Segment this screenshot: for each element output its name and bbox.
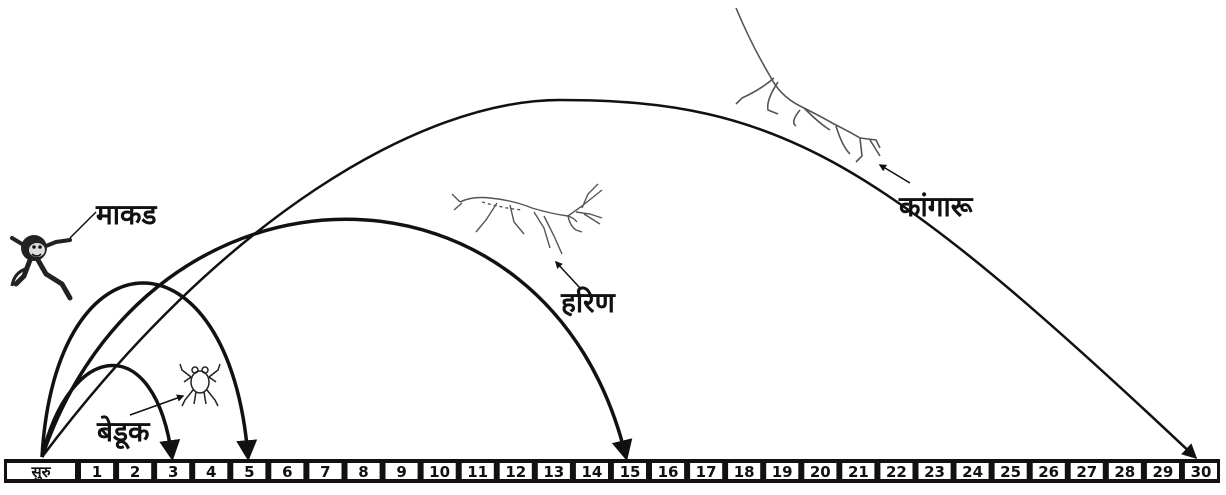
- number-label-10: 10: [429, 463, 450, 481]
- frog-icon: [179, 363, 221, 407]
- number-label-29: 29: [1152, 463, 1173, 481]
- number-cell-2: [119, 463, 152, 479]
- number-label-12: 12: [505, 463, 526, 481]
- number-cell-14: [575, 463, 608, 479]
- number-cell-3: [157, 463, 190, 479]
- frog-jump-arc: [40, 363, 181, 462]
- number-label-18: 18: [734, 463, 755, 481]
- number-label-20: 20: [810, 463, 831, 481]
- kangaroo-label: कांगारू: [899, 190, 973, 223]
- number-label-27: 27: [1076, 463, 1097, 481]
- number-label-1: 1: [92, 463, 102, 481]
- number-label-3: 3: [168, 463, 178, 481]
- number-label-26: 26: [1038, 463, 1059, 481]
- number-cell-15: [613, 463, 646, 479]
- number-label-21: 21: [848, 463, 869, 481]
- number-cell-10: [423, 463, 456, 479]
- number-label-14: 14: [581, 463, 602, 481]
- deer-icon: [451, 183, 603, 255]
- number-label-16: 16: [658, 463, 679, 481]
- number-label-19: 19: [772, 463, 793, 481]
- number-cell-22: [880, 463, 913, 479]
- number-cell-21: [842, 463, 875, 479]
- number-cell-12: [499, 463, 532, 479]
- number-cell-19: [766, 463, 799, 479]
- number-cell-5: [233, 463, 266, 479]
- number-label-2: 2: [130, 463, 140, 481]
- monkey-label: माकड: [96, 198, 157, 231]
- number-cell-16: [652, 463, 685, 479]
- number-cell-18: [728, 463, 761, 479]
- number-cell-4: [195, 463, 228, 479]
- number-label-24: 24: [962, 463, 983, 481]
- number-label-8: 8: [358, 463, 368, 481]
- number-cell-24: [956, 463, 989, 479]
- number-label-11: 11: [467, 463, 488, 481]
- monkey-icon: [10, 235, 73, 301]
- number-cell-13: [537, 463, 570, 479]
- monkey-jump-arc: [40, 281, 258, 462]
- number-cell-11: [461, 463, 494, 479]
- frog-pointer-arrow: [129, 394, 185, 416]
- number-cell-25: [994, 463, 1027, 479]
- deer-pointer-arrow: [554, 260, 581, 289]
- monkey-pointer-arrow: [69, 211, 97, 239]
- number-label-13: 13: [543, 463, 564, 481]
- number-cell-6: [271, 463, 304, 479]
- number-label-4: 4: [206, 463, 216, 481]
- number-label-7: 7: [320, 463, 330, 481]
- number-cell-27: [1070, 463, 1103, 479]
- number-label-25: 25: [1000, 463, 1021, 481]
- number-cell-8: [347, 463, 380, 479]
- kangaroo-icon: [735, 7, 881, 163]
- deer-label: हरिण: [561, 286, 615, 319]
- number-label-5: 5: [244, 463, 254, 481]
- number-cell-28: [1108, 463, 1141, 479]
- number-label-30: 30: [1191, 463, 1212, 481]
- number-cell-17: [690, 463, 723, 479]
- number-cell-23: [918, 463, 951, 479]
- number-label-17: 17: [696, 463, 717, 481]
- number-label-9: 9: [396, 463, 406, 481]
- number-cell-26: [1032, 463, 1065, 479]
- frog-label: बेडूक: [97, 415, 150, 448]
- number-label-15: 15: [620, 463, 641, 481]
- number-label-28: 28: [1114, 463, 1135, 481]
- number-cell-start: [7, 463, 75, 479]
- pointer-arrows: [69, 164, 911, 416]
- number-cell-29: [1146, 463, 1179, 479]
- jump-arcs: [40, 98, 1198, 462]
- kangaroo-jump-arc: [41, 98, 1198, 460]
- kangaroo-pointer-arrow: [878, 164, 911, 184]
- number-cell-30: [1184, 463, 1217, 479]
- number-cell-20: [804, 463, 837, 479]
- deer-jump-arc: [40, 217, 633, 462]
- number-cell-7: [309, 463, 342, 479]
- number-cell-1: [81, 463, 114, 479]
- number-label-6: 6: [282, 463, 292, 481]
- number-label-22: 22: [886, 463, 907, 481]
- number-label-23: 23: [924, 463, 945, 481]
- number-label-start: सुरु: [30, 463, 51, 482]
- number-cell-9: [385, 463, 418, 479]
